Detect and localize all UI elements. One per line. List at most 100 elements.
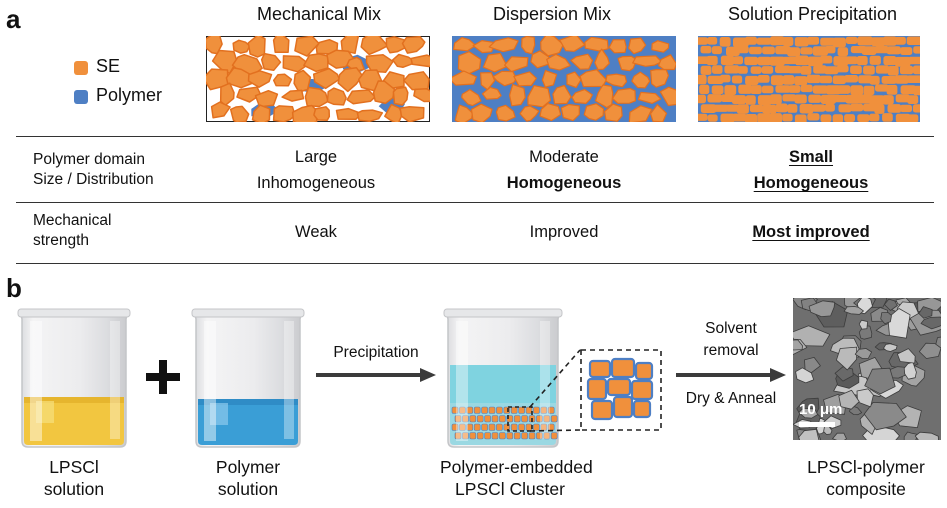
se-particle: [720, 37, 731, 47]
sediment-particle: [470, 416, 476, 423]
se-particle: [795, 37, 809, 46]
cluster-particle: [636, 363, 652, 379]
se-particle: [750, 105, 764, 112]
se-particle: [712, 46, 722, 54]
method-header-dispersion: Dispersion Mix: [452, 4, 652, 25]
table-rule-bottom: [16, 263, 934, 264]
se-particle: [837, 85, 850, 94]
se-particle: [698, 75, 707, 84]
se-particle: [820, 76, 833, 84]
cell-domain-mechanical: Large Inhomogeneous: [216, 144, 416, 196]
sediment-particle: [482, 407, 488, 414]
cell-text: Large: [216, 144, 416, 170]
cell-strength-dispersion: Improved: [464, 219, 664, 245]
se-particle: [800, 104, 814, 114]
se-particle: [869, 95, 884, 105]
se-particle: [762, 86, 774, 94]
se-particle: [274, 36, 289, 52]
se-particle: [707, 94, 722, 102]
cluster-particle: [634, 401, 650, 417]
se-particle: [913, 46, 920, 53]
se-particle: [900, 47, 912, 55]
se-particle: [698, 114, 708, 121]
se-particle: [837, 65, 849, 72]
se-particle: [724, 85, 736, 95]
se-legend-swatch: [74, 61, 88, 75]
sediment-particle: [485, 416, 491, 423]
se-particle: [887, 46, 901, 54]
se-particle: [795, 56, 809, 66]
row-label-strength: Mechanical strength: [33, 211, 111, 251]
se-particle: [844, 114, 855, 122]
se-particle: [712, 85, 724, 94]
se-particle: [708, 115, 718, 122]
se-particle: [721, 56, 735, 66]
sediment-particle: [489, 424, 495, 431]
se-particle: [807, 113, 819, 120]
se-particle: [850, 85, 863, 95]
se-particle: [821, 114, 832, 122]
cell-text: Homogeneous: [464, 170, 664, 196]
se-particle: [757, 38, 772, 45]
sediment-particle: [485, 433, 491, 440]
polymer-solution-beaker: [188, 307, 308, 449]
se-particle: [857, 114, 869, 122]
se-particle: [698, 95, 706, 104]
se-particle: [833, 114, 844, 122]
se-particle: [732, 76, 742, 84]
se-particle: [698, 37, 708, 44]
se-particle: [762, 105, 777, 114]
sediment-particle: [474, 424, 480, 431]
cell-domain-dispersion: Moderate Homogeneous: [464, 144, 664, 196]
se-particle: [824, 66, 838, 74]
beaker1-caption: LPSClsolution: [14, 456, 134, 500]
se-particle: [750, 85, 762, 94]
se-particle: [746, 95, 756, 105]
panel-label-a: a: [6, 4, 20, 35]
se-particle: [738, 66, 748, 74]
se-particle: [913, 66, 920, 75]
se-particle: [882, 95, 894, 105]
polymer-legend-swatch: [74, 90, 88, 104]
sediment-particle: [489, 407, 495, 414]
cell-text: Moderate: [464, 144, 664, 170]
row-label-strength-line2: strength: [33, 231, 111, 251]
sediment-particle: [477, 433, 483, 440]
row-label-domain-line1: Polymer domain: [33, 150, 154, 170]
se-particle: [738, 46, 749, 53]
se-particle: [825, 46, 836, 53]
se-particle: [699, 85, 709, 94]
se-particle: [712, 65, 723, 74]
se-particle: [782, 94, 796, 101]
method-header-mechanical: Mechanical Mix: [214, 4, 424, 25]
se-particle: [801, 66, 812, 75]
sem-scale-bar: [799, 422, 835, 427]
row-label-domain-line2: Size / Distribution: [33, 170, 154, 190]
se-particle: [850, 104, 863, 112]
beaker2-caption: Polymersolution: [188, 456, 308, 500]
cluster-particle: [608, 379, 630, 395]
cell-text: Homogeneous: [711, 170, 911, 196]
cluster-particle: [614, 397, 632, 417]
solvent-removal-arrow-icon: [676, 368, 786, 382]
cell-text: Small: [711, 144, 911, 170]
zoomed-cluster-box: [580, 349, 662, 431]
se-particle: [838, 47, 849, 56]
se-particle: [870, 56, 881, 65]
cluster-particle: [590, 361, 610, 377]
se-particle: [788, 85, 800, 93]
se-particle: [844, 75, 858, 83]
se-particle: [782, 37, 793, 46]
lpscl-solution-beaker: [14, 307, 134, 449]
se-particle: [609, 40, 626, 53]
se-particle: [745, 76, 758, 85]
cluster-particle: [632, 381, 652, 399]
se-particle: [833, 76, 846, 85]
se-particle: [907, 114, 919, 122]
cluster-particle: [588, 379, 606, 399]
se-particle: [770, 113, 783, 122]
se-particle: [812, 104, 826, 111]
se-particle: [850, 66, 862, 75]
se-particle: [707, 37, 717, 45]
